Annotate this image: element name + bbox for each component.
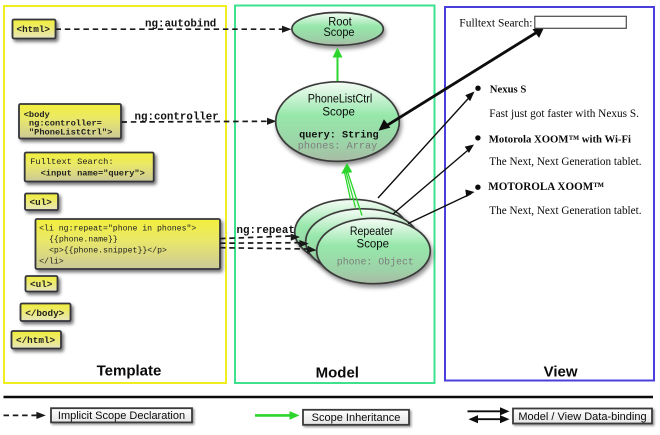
svg-text:Scope Inheritance: Scope Inheritance [312, 412, 401, 424]
svg-text:View: View [544, 364, 578, 381]
svg-text:Template: Template [97, 363, 162, 380]
svg-text:<input name="query">: <input name="query"> [41, 168, 145, 178]
svg-text:query: String: query: String [299, 129, 378, 141]
svg-text:Scope: Scope [357, 237, 390, 251]
svg-text:ng:controller=: ng:controller= [29, 119, 102, 129]
svg-text:<li ng:repeat="phone in phones: <li ng:repeat="phone in phones"> [39, 224, 196, 234]
svg-text:PhoneListCtrl: PhoneListCtrl [308, 92, 373, 106]
svg-text:Implicit Scope Declaration: Implicit Scope Declaration [58, 410, 185, 422]
svg-text:Fast just got faster with Nexu: Fast just got faster with Nexus S. [489, 108, 639, 120]
svg-text:</html>: </html> [16, 335, 55, 346]
svg-text:</body>: </body> [25, 308, 64, 319]
svg-text:</li>: </li> [39, 256, 64, 266]
svg-text:MOTOROLA XOOM™: MOTOROLA XOOM™ [488, 181, 604, 193]
svg-text:{{phone.name}}: {{phone.name}} [49, 235, 118, 245]
svg-text:<ul>: <ul> [30, 197, 53, 208]
svg-text:phone: Object: phone: Object [337, 256, 414, 267]
svg-text:Root: Root [328, 15, 352, 29]
svg-text:Nexus S: Nexus S [490, 83, 527, 95]
svg-text:Repeater: Repeater [350, 224, 394, 238]
svg-text:The Next, Next Generation tabl: The Next, Next Generation tablet. [489, 156, 641, 168]
svg-text:ng:repeat: ng:repeat [237, 225, 295, 237]
svg-text:<body: <body [24, 110, 51, 120]
svg-text:Model / View Data-binding: Model / View Data-binding [518, 411, 646, 423]
svg-text:Fulltext Search:: Fulltext Search: [30, 157, 113, 167]
svg-text:Motorola XOOM™ with Wi-Fi: Motorola XOOM™ with Wi-Fi [489, 133, 631, 145]
svg-text:Scope: Scope [322, 105, 355, 119]
svg-text:<ul>: <ul> [30, 279, 53, 290]
svg-text:ng:autobind: ng:autobind [145, 19, 216, 31]
svg-text:Scope: Scope [324, 25, 355, 39]
svg-text:Model: Model [316, 364, 359, 381]
svg-text:Fulltext Search:: Fulltext Search: [459, 17, 532, 29]
svg-text:ng:controller: ng:controller [135, 112, 219, 124]
svg-text:The Next, Next Generation tabl: The Next, Next Generation tablet. [489, 205, 641, 217]
svg-text:"PhoneListCtrl">: "PhoneListCtrl"> [29, 127, 112, 137]
svg-text:phones: Array: phones: Array [298, 140, 377, 152]
svg-text:<html>: <html> [17, 24, 51, 35]
svg-text:<p>{{phone.snippet}}</p>: <p>{{phone.snippet}}</p> [49, 246, 167, 256]
